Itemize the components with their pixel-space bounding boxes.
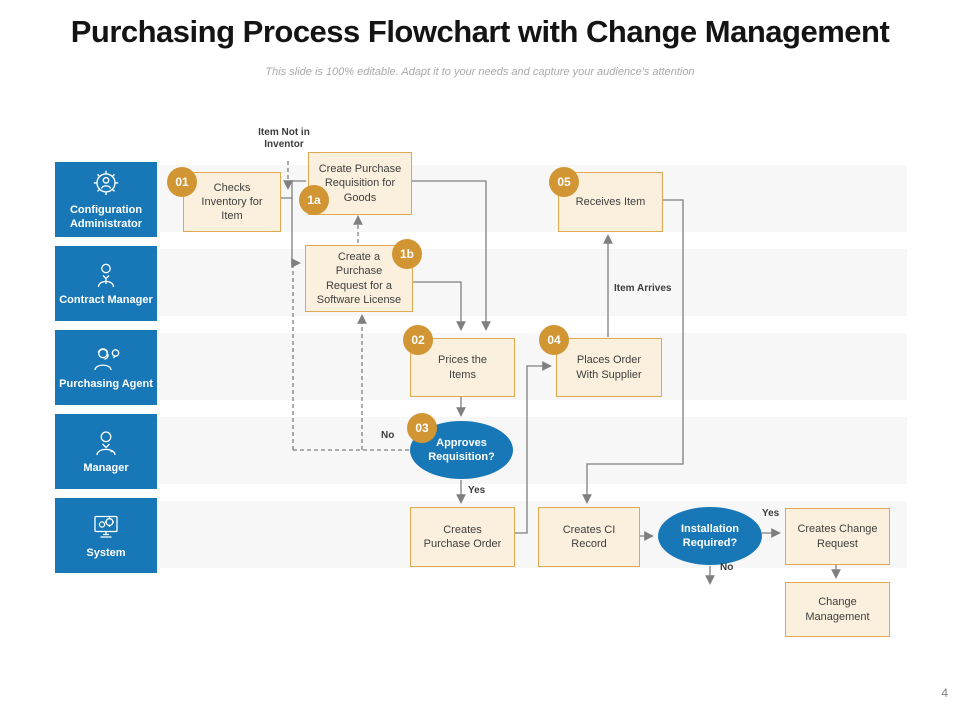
step-badge-02: 02	[403, 325, 433, 355]
step-badge-04: 04	[539, 325, 569, 355]
lane-label: Configuration Administrator	[69, 203, 143, 230]
node-label: Receives Item	[575, 195, 646, 208]
node-label: Approves Requisition?	[428, 436, 495, 463]
step-badge-03: 03	[407, 413, 437, 443]
lane-purchasing-agent: Purchasing Agent	[55, 330, 157, 405]
manager-person-icon	[96, 430, 116, 455]
node-label: Checks Inventory for Item	[201, 181, 263, 223]
node-label: Creates CI Record	[562, 523, 616, 550]
node-creates-purchase-order: Creates Purchase Order	[410, 507, 515, 567]
node-approves-requisition: 03 Approves Requisition?	[407, 413, 513, 479]
lane-label: Manager	[83, 461, 129, 474]
node-label: Create Purchase Requisition for Goods	[318, 163, 402, 204]
edge-label-installation-yes: Yes	[762, 508, 780, 519]
node-receives-item: 05 Receives Item	[549, 167, 663, 232]
node-checks-inventory: 01 Checks Inventory for Item	[167, 167, 281, 232]
edge-label-approves-no: No	[381, 430, 395, 441]
edge-label-approves-yes: Yes	[468, 485, 486, 496]
node-create-request-software: 1b Create a Purchase Request for a Softw…	[305, 239, 422, 312]
node-label: Create a Purchase Request for a Software…	[316, 250, 402, 306]
step-badge-01: 01	[167, 167, 197, 197]
lane-band-4	[157, 417, 907, 484]
node-label: Prices the Items	[438, 354, 487, 381]
agent-headset-icon	[94, 347, 120, 370]
node-label: Change Management	[805, 596, 870, 623]
gear-person-icon	[93, 170, 119, 195]
page-title: Purchasing Process Flowchart with Change…	[70, 14, 890, 49]
lane-system: System	[55, 498, 157, 573]
node-installation-required: Installation Required?	[658, 507, 762, 565]
step-badge-1b: 1b	[392, 239, 422, 269]
node-label: Creates Change Request	[797, 523, 878, 550]
node-creates-change-request: Creates Change Request	[785, 508, 890, 565]
lane-label: System	[86, 546, 126, 559]
edge-label-item-not-in-inventory: Item Not in Inventor	[258, 127, 310, 150]
node-label: Creates Purchase Order	[423, 523, 502, 550]
lane-contract-manager: Contract Manager	[55, 246, 157, 321]
lane-label: Contract Manager	[59, 293, 153, 306]
lane-label: Purchasing Agent	[59, 377, 153, 390]
node-places-order: 04 Places Order With Supplier	[539, 325, 662, 397]
node-creates-ci-record: Creates CI Record	[538, 507, 640, 567]
page-subtitle: This slide is 100% editable. Adapt it to…	[265, 66, 695, 78]
lane-manager: Manager	[55, 414, 157, 489]
page-number: 4	[941, 686, 948, 700]
lane-configuration-administrator: Configuration Administrator	[55, 162, 157, 237]
edge-label-item-arrives: Item Arrives	[614, 283, 672, 294]
node-label: Places Order With Supplier	[576, 354, 642, 381]
lane-band-2	[157, 249, 907, 316]
monitor-gears-icon	[94, 515, 118, 538]
node-change-management: Change Management	[785, 582, 890, 637]
lane-band-3	[157, 333, 907, 400]
person-tie-icon	[97, 263, 115, 287]
step-badge-05: 05	[549, 167, 579, 197]
step-badge-1a: 1a	[299, 185, 329, 215]
node-label: Installation Required?	[680, 522, 740, 549]
node-create-requisition-goods: 1a Create Purchase Requisition for Goods	[299, 152, 412, 215]
edge-label-installation-no: No	[720, 562, 734, 573]
node-prices-items: 02 Prices the Items	[403, 325, 515, 397]
